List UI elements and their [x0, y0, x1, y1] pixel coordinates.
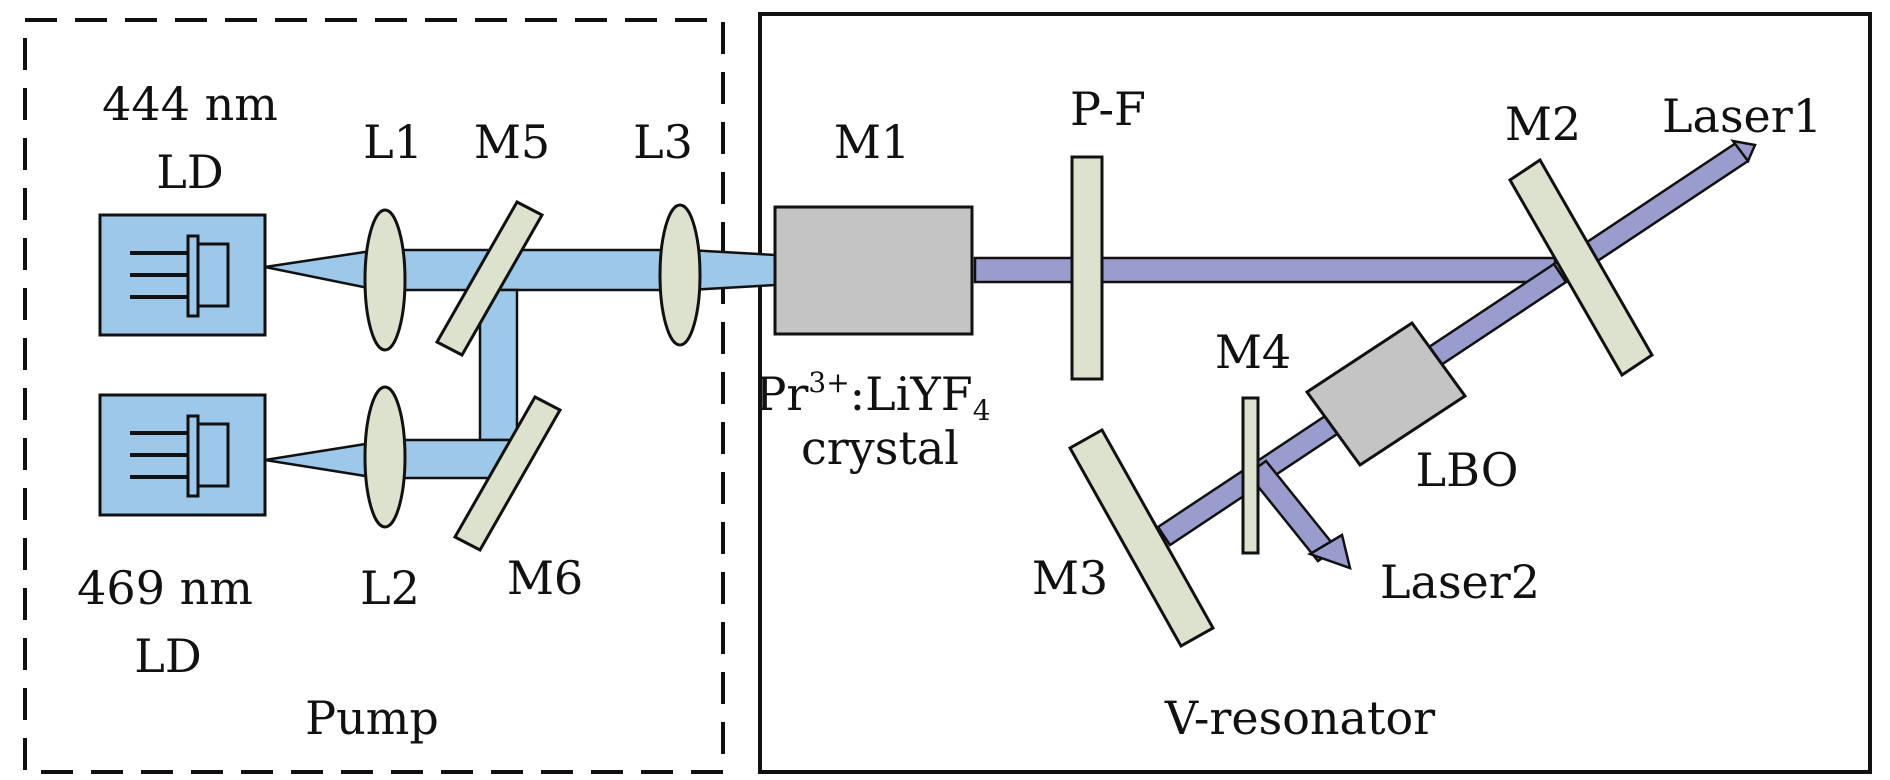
laser2-label: Laser2	[1380, 555, 1540, 609]
mirror-m4	[1241, 396, 1260, 555]
ld2-type-label: LD	[134, 629, 201, 683]
mirror-m4-label: M4	[1215, 325, 1291, 379]
ld2-cone	[264, 440, 380, 480]
crystal-m1	[773, 205, 974, 336]
lens-l1-label: L1	[363, 115, 423, 169]
lens-l2-label: L2	[360, 561, 420, 615]
mirror-m1-label: M1	[834, 115, 910, 169]
lbo-label: LBO	[1416, 443, 1519, 497]
mirror-m3-label: M3	[1032, 551, 1108, 605]
ld1-444nm	[98, 213, 267, 337]
mirror-m5-label: M5	[474, 115, 550, 169]
crystal-sup: 3+	[808, 366, 849, 399]
ld1-wavelength-label: 444 nm	[102, 77, 278, 131]
lens-l2	[363, 385, 407, 529]
pf-label: P-F	[1070, 82, 1146, 136]
mirror-m6	[452, 395, 563, 552]
ld1-cone	[264, 248, 380, 292]
resonator-section-box	[758, 12, 1872, 774]
mirror-m3	[1067, 427, 1216, 649]
crystal-word-label: crystal	[801, 421, 959, 475]
crystal-prefix: Pr	[755, 367, 808, 421]
laser1-label: Laser1	[1662, 89, 1822, 143]
mirror-m2	[1508, 157, 1654, 378]
ld1-type-label: LD	[156, 145, 223, 199]
mirror-m5	[434, 200, 545, 357]
laser2-arrowhead	[1307, 533, 1352, 570]
ld2-wavelength-label: 469 nm	[77, 561, 253, 615]
crystal-mid: :LiYF	[850, 367, 973, 421]
laser-beam-m1-to-m2	[973, 256, 1557, 284]
pump-beam-l1-to-l3	[390, 248, 674, 292]
resonator-section-title: V-resonator	[1164, 691, 1435, 745]
lens-l1	[363, 208, 407, 352]
crystal-formula-label: Pr3+:LiYF4	[755, 366, 990, 427]
crystal-sub: 4	[973, 394, 991, 427]
laser1-arrowhead	[1730, 139, 1757, 164]
mirror-m2-label: M2	[1505, 97, 1581, 151]
ld2-469nm	[98, 393, 267, 517]
pf-element	[1070, 155, 1104, 381]
pump-section-box	[23, 18, 725, 774]
lens-l3	[658, 203, 702, 347]
mirror-m6-label: M6	[507, 551, 583, 605]
lens-l3-label: L3	[633, 115, 693, 169]
pump-section-title: Pump	[305, 691, 439, 745]
lbo-crystal	[1304, 320, 1468, 468]
